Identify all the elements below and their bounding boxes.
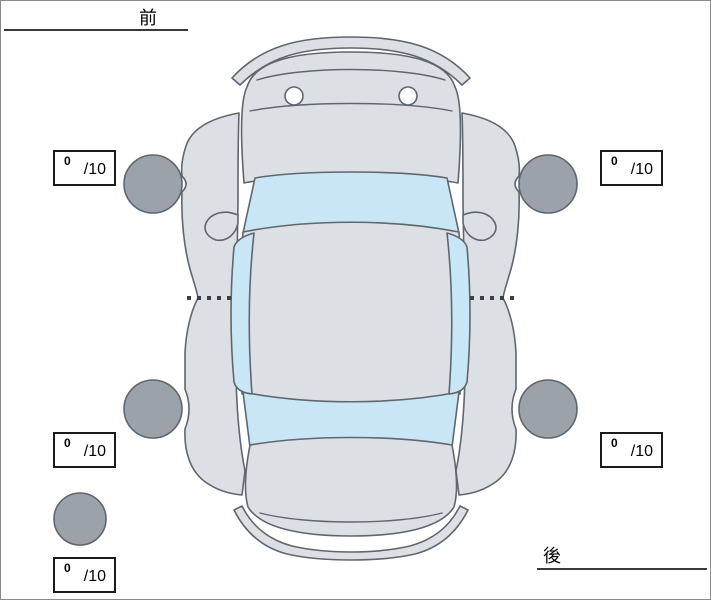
score-value: 0 — [64, 154, 71, 168]
score-value: 0 — [64, 561, 71, 575]
score-max: /10 — [83, 161, 106, 178]
hood-line — [249, 102, 453, 112]
rear-bumper-strip — [233, 505, 469, 561]
hood — [240, 51, 462, 184]
score-value: 0 — [64, 436, 71, 450]
cowl-line — [256, 68, 446, 81]
score-spare: 0 /10 — [53, 557, 116, 593]
score-rear-left: 0 /10 — [53, 432, 116, 468]
score-max: /10 — [83, 443, 106, 460]
trunk-line — [259, 512, 443, 523]
spare-tire — [53, 492, 107, 546]
score-front-left: 0 /10 — [53, 150, 116, 186]
hood-detail-right — [398, 86, 418, 106]
score-max: /10 — [630, 161, 653, 178]
front-bumper-strip — [231, 36, 471, 86]
rear-label: 後 — [543, 546, 562, 566]
left-fender-doors — [180, 112, 246, 496]
score-max: /10 — [630, 443, 653, 460]
rear-underline — [537, 568, 707, 570]
score-max: /10 — [83, 568, 106, 585]
score-front-right: 0 /10 — [600, 150, 663, 186]
front-underline — [4, 29, 188, 31]
hood-detail-left — [284, 86, 304, 106]
rear-right-tire — [518, 379, 578, 439]
score-value: 0 — [611, 154, 618, 168]
left-side-window — [230, 232, 255, 395]
trunk — [244, 436, 458, 537]
left-side-panel — [180, 112, 255, 496]
rear-left-tire — [123, 379, 183, 439]
score-value: 0 — [611, 436, 618, 450]
roof — [239, 221, 463, 405]
front-label: 前 — [139, 8, 158, 28]
left-mirror — [204, 211, 239, 242]
front-right-tire — [518, 154, 578, 214]
front-left-tire — [123, 154, 183, 214]
score-rear-right: 0 /10 — [600, 432, 663, 468]
